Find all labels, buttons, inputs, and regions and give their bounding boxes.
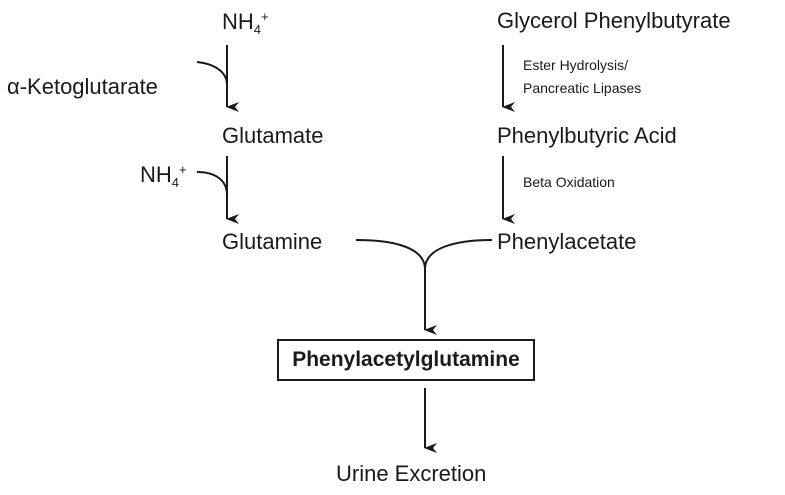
pancreatic-lipases-label: Pancreatic Lipases xyxy=(523,80,642,96)
phenylacetate-label: Phenylacetate xyxy=(497,229,637,254)
merge-curve-right xyxy=(424,239,493,269)
phenylacetylglutamine-box: Phenylacetylglutamine xyxy=(277,339,535,381)
ammonium-mid-label: NH4+ xyxy=(140,162,187,190)
curve-akg xyxy=(196,61,228,86)
alpha-ketoglutarate-label: α-Ketoglutarate xyxy=(7,74,158,99)
merge-curve-left xyxy=(355,239,426,269)
phenylbutyric-acid-label: Phenylbutyric Acid xyxy=(497,123,677,148)
urine-excretion-label: Urine Excretion xyxy=(336,461,487,486)
beta-oxidation-label: Beta Oxidation xyxy=(523,174,615,190)
glutamine-label: Glutamine xyxy=(222,229,323,254)
glutamate-label: Glutamate xyxy=(222,123,324,148)
curve-nh4-mid xyxy=(196,171,228,196)
ammonium-top-label: NH4+ xyxy=(222,9,269,37)
glycerol-phenylbutyrate-label: Glycerol Phenylbutyrate xyxy=(497,8,731,33)
ester-hydrolysis-label: Ester Hydrolysis/ xyxy=(523,57,629,73)
phenylacetylglutamine-label: Phenylacetylglutamine xyxy=(292,348,520,371)
